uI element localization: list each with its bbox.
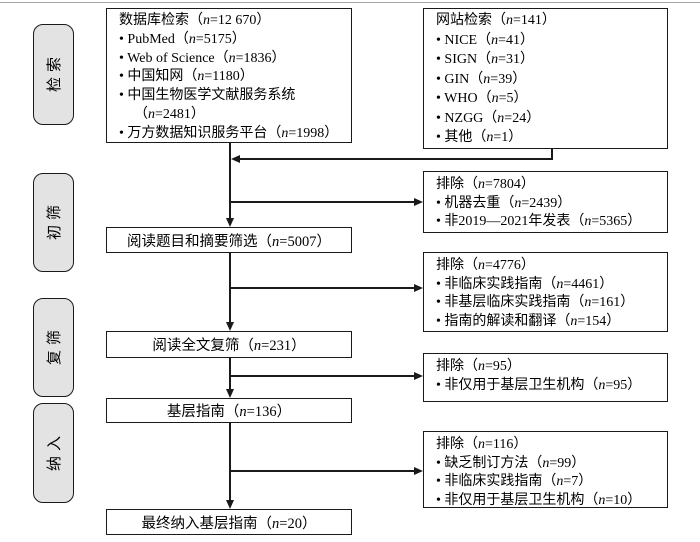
stage-rescreening-label: 复筛 <box>47 324 64 366</box>
list-item: • WHO（n=5） <box>436 91 528 106</box>
top-rule <box>0 2 700 3</box>
excluded-1-list: • 机器去重（n=2439） • 非2019—2021年发表（n=5365） <box>436 195 661 232</box>
list-item: • SIGN（n=31） <box>436 52 534 67</box>
stage-search-label: 检索 <box>47 51 64 93</box>
primary-guidelines-label: 基层指南（n=136） <box>166 404 292 420</box>
branch-line-excluded-3 <box>230 375 415 377</box>
list-item: • 机器去重（n=2439） <box>436 195 572 211</box>
excluded-4-list: • 缺乏制订方法（n=99） • 非临床实践指南（n=7） • 非仅用于基层卫生… <box>436 455 661 511</box>
branch-line-excluded-1 <box>230 201 415 203</box>
branch-line-excluded-2 <box>230 287 415 289</box>
list-item: • 万方数据知识服务平台（n=1998） <box>119 125 339 141</box>
fulltext-screening-box: 阅读全文复筛（n=231） <box>106 331 352 358</box>
database-search-title: 数据库检索（n=12 670） <box>119 13 271 28</box>
excluded-3-title: 排除（n=95） <box>436 359 521 374</box>
primary-guidelines-box: 基层指南（n=136） <box>106 398 352 423</box>
excluded-3-list: • 非仅用于基层卫生机构（n=95） <box>436 377 661 396</box>
flow-line-db-to-screen1 <box>229 143 231 219</box>
stage-search: 检索 <box>33 24 74 125</box>
list-item: • Web of Science（n=1836） <box>119 50 286 66</box>
list-item: • 缺乏制订方法（n=99） <box>436 455 586 471</box>
list-item: • 中国知网（n=1180） <box>119 69 254 85</box>
stage-inclusion-label: 纳入 <box>47 430 64 471</box>
list-item: • 其他（n=1） <box>436 130 523 145</box>
arrow-right-excluded-2 <box>414 283 423 292</box>
list-item: • 非仅用于基层卫生机构（n=10） <box>436 492 642 508</box>
list-item: • NICE（n=41） <box>436 32 534 48</box>
list-item: • 非2019—2021年发表（n=5365） <box>436 214 642 230</box>
list-item: • 非临床实践指南（n=4461） <box>436 276 614 292</box>
flow-line-screen2-to-primary <box>229 358 231 389</box>
arrow-left-merge <box>231 154 240 163</box>
title-abstract-screening-label: 阅读题目和摘要筛选（n=5007） <box>127 233 331 250</box>
excluded-box-1: 排除（n=7804） • 机器去重（n=2439） • 非2019—2021年发… <box>423 171 668 233</box>
excluded-1-title: 排除（n=7804） <box>436 177 535 192</box>
website-search-title: 网站检索（n=141） <box>436 13 556 28</box>
arrow-right-excluded-1 <box>414 197 423 206</box>
list-item: • 非仅用于基层卫生机构（n=95） <box>436 377 642 393</box>
arrow-down-final <box>225 500 234 509</box>
stage-initial-screening-label: 初筛 <box>47 199 64 241</box>
final-included-box: 最终纳入基层指南（n=20） <box>106 509 352 535</box>
database-search-list: • PubMed（n=5175） • Web of Science（n=1836… <box>119 31 345 144</box>
final-included-label: 最终纳入基层指南（n=20） <box>141 515 317 532</box>
excluded-box-4: 排除（n=116） • 缺乏制订方法（n=99） • 非临床实践指南（n=7） … <box>423 431 668 508</box>
arrow-down-screen1 <box>225 218 234 227</box>
list-item: • 非临床实践指南（n=7） <box>436 474 593 490</box>
stage-initial-screening: 初筛 <box>33 173 74 272</box>
flow-line-web-merge <box>240 158 553 160</box>
stage-inclusion: 纳入 <box>33 403 74 503</box>
list-item: • GIN（n=39） <box>436 71 527 87</box>
stage-rescreening: 复筛 <box>33 298 74 397</box>
arrow-right-excluded-3 <box>414 371 423 380</box>
website-search-list: • NICE（n=41） • SIGN（n=31） • GIN（n=39） • … <box>436 31 661 148</box>
website-search-box: 网站检索（n=141） • NICE（n=41） • SIGN（n=31） • … <box>423 8 668 149</box>
list-item: • PubMed（n=5175） <box>119 31 246 47</box>
list-item: • 指南的解读和翻译（n=154） <box>436 313 621 329</box>
flow-line-web-drop <box>551 149 553 159</box>
arrow-down-primary <box>225 389 234 398</box>
excluded-2-title: 排除（n=4776） <box>436 258 535 273</box>
arrow-right-excluded-4 <box>414 466 423 475</box>
title-abstract-screening-box: 阅读题目和摘要筛选（n=5007） <box>106 227 352 253</box>
database-search-box: 数据库检索（n=12 670） • PubMed（n=5175） • Web o… <box>106 8 352 143</box>
flow-line-primary-to-final <box>229 423 231 500</box>
arrow-down-screen2 <box>225 322 234 331</box>
excluded-box-3: 排除（n=95） • 非仅用于基层卫生机构（n=95） <box>423 353 668 402</box>
list-item: • 中国生物医学文献服务系统 （n=2481） <box>119 88 296 122</box>
excluded-2-list: • 非临床实践指南（n=4461） • 非基层临床实践指南（n=161） • 指… <box>436 276 661 332</box>
list-item: • 非基层临床实践指南（n=161） <box>436 295 635 311</box>
fulltext-screening-label: 阅读全文复筛（n=231） <box>152 338 306 354</box>
list-item: • NZGG（n=24） <box>436 110 541 126</box>
excluded-4-title: 排除（n=116） <box>436 437 528 452</box>
branch-line-excluded-4 <box>230 470 415 472</box>
excluded-box-2: 排除（n=4776） • 非临床实践指南（n=4461） • 非基层临床实践指南… <box>423 252 668 332</box>
